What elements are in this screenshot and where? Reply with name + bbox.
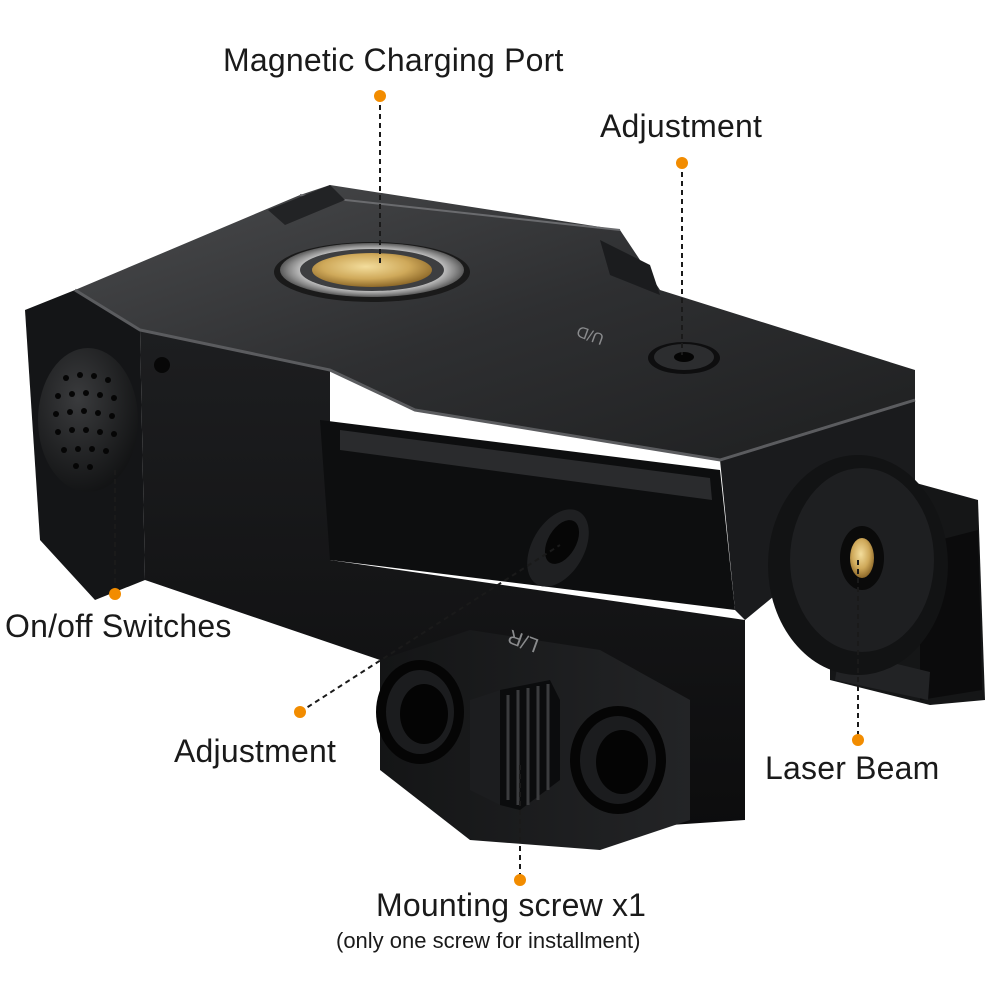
dot-adjustment-side — [294, 706, 306, 718]
on-off-switch — [38, 348, 170, 492]
switch-dimples — [53, 372, 117, 470]
laser-emitter — [768, 455, 948, 675]
dot-charging-port — [374, 90, 386, 102]
top-adjustment-screw: U/D — [575, 322, 720, 374]
mounting-screw — [470, 680, 560, 810]
dot-mounting-screw — [514, 874, 526, 886]
callout-dots — [109, 90, 864, 886]
dot-laser-beam — [852, 734, 864, 746]
label-mounting-screw-note: (only one screw for installment) — [336, 928, 641, 953]
dot-adjustment-top — [676, 157, 688, 169]
label-adjustment-top: Adjustment — [600, 108, 763, 144]
charging-port — [274, 242, 470, 302]
callout-leaders — [114, 96, 859, 880]
label-on-off-switches: On/off Switches — [5, 608, 232, 644]
label-adjustment-side: Adjustment — [174, 733, 337, 769]
label-charging-port: Magnetic Charging Port — [223, 42, 564, 78]
label-laser-beam: Laser Beam — [765, 750, 940, 786]
side-adjustment-screw — [527, 509, 589, 587]
label-mounting-screw: Mounting screw x1 — [376, 887, 647, 923]
dot-on-off — [109, 588, 121, 600]
